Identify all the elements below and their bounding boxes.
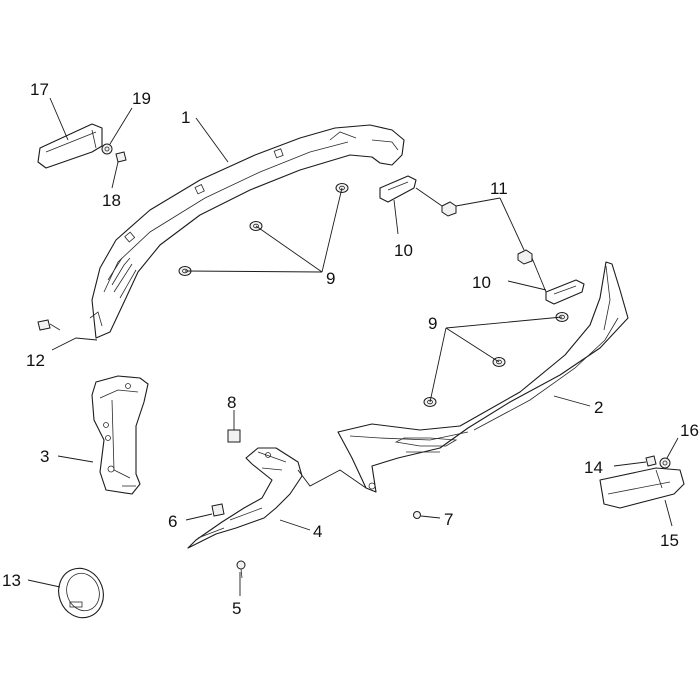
callout-14: 14 xyxy=(584,458,603,477)
leader-6 xyxy=(185,513,213,521)
leader-4-connector xyxy=(297,469,367,489)
leader-14 xyxy=(613,461,647,467)
callout-19: 19 xyxy=(132,89,151,108)
leader-7 xyxy=(420,515,441,519)
callout-1: 1 xyxy=(181,108,190,127)
leader-4 xyxy=(279,519,311,531)
callout-6: 6 xyxy=(168,512,177,531)
callout-2: 2 xyxy=(594,398,603,417)
leader-11-connector xyxy=(415,187,547,293)
part-1-upper-side-rail xyxy=(89,124,405,339)
leader-2 xyxy=(553,395,591,407)
leader-16 xyxy=(666,437,679,459)
part-2-lower-side-rail xyxy=(337,261,629,493)
part-18-clip xyxy=(115,151,127,163)
part-17-left-trim-cap xyxy=(37,123,103,169)
leader-10a xyxy=(393,199,399,235)
leader-19 xyxy=(109,107,133,145)
callout-10a: 10 xyxy=(394,241,413,260)
callout-11: 11 xyxy=(490,179,508,198)
part-11-nuts xyxy=(441,201,533,265)
callout-7: 7 xyxy=(444,510,453,529)
part-14-clip xyxy=(645,455,657,467)
leader-11 xyxy=(455,197,525,251)
part-16-washer xyxy=(659,457,671,469)
leader-15 xyxy=(664,499,673,527)
callout-10b: 10 xyxy=(472,273,491,292)
leader-1 xyxy=(195,117,229,163)
callout-18: 18 xyxy=(102,191,121,210)
leader-9a xyxy=(184,187,343,273)
callout-8: 8 xyxy=(227,393,236,412)
part-3-side-bracket xyxy=(91,375,149,495)
leader-lines xyxy=(27,97,679,596)
part-13-round-cap xyxy=(58,567,104,619)
callout-17: 17 xyxy=(30,80,49,99)
leader-9b xyxy=(429,316,563,403)
part-4-lower-bracket xyxy=(187,447,303,549)
leader-17 xyxy=(49,97,69,141)
leader-18 xyxy=(111,161,119,189)
part-10-clip-lower xyxy=(545,279,585,305)
part-12-screw xyxy=(37,319,61,331)
part-6-screw xyxy=(211,503,225,517)
part-9-grommets xyxy=(178,183,569,407)
callout-16: 16 xyxy=(680,421,699,440)
callout-4: 4 xyxy=(313,522,322,541)
leader-12 xyxy=(51,337,98,351)
callout-15: 15 xyxy=(660,531,679,550)
leader-13 xyxy=(27,579,61,588)
part-8-clip-nut xyxy=(227,429,241,443)
part-15-right-trim-cap xyxy=(599,467,685,509)
callout-5: 5 xyxy=(232,599,241,618)
leader-3 xyxy=(57,455,94,463)
part-10-clip-upper xyxy=(379,175,417,203)
part-19-washer xyxy=(101,143,113,155)
part-7-screw xyxy=(413,511,421,519)
callout-labels: 1 2 3 4 5 6 7 8 9 9 10 10 11 12 13 14 15… xyxy=(2,80,699,618)
callout-12: 12 xyxy=(26,351,45,370)
callout-9b: 9 xyxy=(428,314,437,333)
callout-9a: 9 xyxy=(326,269,335,288)
callout-13: 13 xyxy=(2,571,21,590)
leader-10b xyxy=(507,280,547,291)
part-5-screw xyxy=(236,560,246,579)
callout-3: 3 xyxy=(40,447,49,466)
